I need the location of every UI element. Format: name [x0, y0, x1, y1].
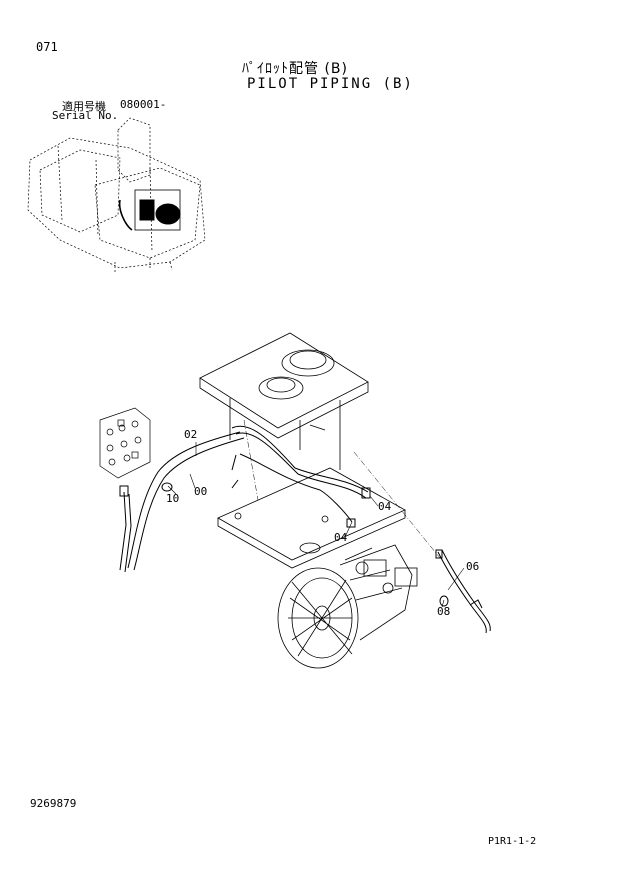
pump-mount-plate	[217, 467, 406, 569]
main-pump	[277, 544, 418, 669]
excavator-keymap	[27, 117, 206, 272]
callout-00: 00	[194, 485, 208, 498]
callout-04-upper: 04	[378, 500, 392, 513]
pilot-valve-block	[99, 407, 151, 479]
hydraulic-tank	[199, 332, 369, 470]
page-number: 071	[36, 40, 58, 54]
title-english: PILOT PIPING (B)	[247, 76, 414, 92]
title-japanese: ﾊﾟｲﾛｯﾄ配管 (B)	[242, 61, 348, 77]
hose-upper	[231, 425, 371, 528]
centre-lines	[243, 419, 441, 559]
hose-right	[435, 549, 491, 634]
hose-left	[119, 431, 245, 573]
serial-label-japanese: 適用号機	[62, 100, 106, 113]
page-code: P1R1-1-2	[488, 836, 537, 847]
callout-08: 08	[437, 605, 451, 618]
callout-06: 06	[466, 560, 480, 573]
callout-02: 02	[184, 428, 198, 441]
leader-lines	[167, 442, 465, 608]
serial-value: 080001-	[120, 98, 167, 111]
keymap-highlight	[118, 189, 181, 231]
callout-04-lower: 04	[334, 531, 348, 544]
serial-label-english: Serial No.	[52, 109, 119, 122]
document-number: 9269879	[30, 797, 77, 810]
callout-10: 10	[166, 492, 180, 505]
